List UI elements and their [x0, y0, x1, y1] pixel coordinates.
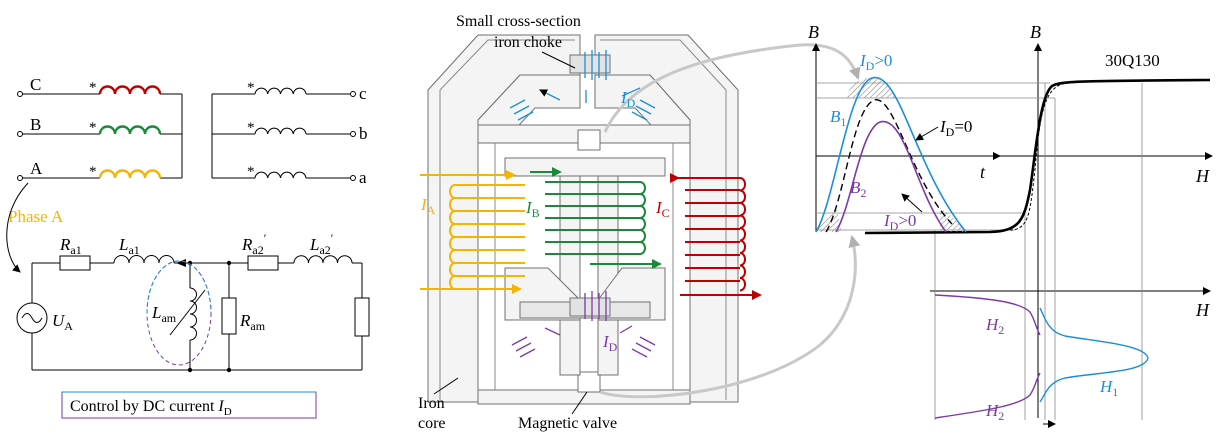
flux-wave-b2	[835, 120, 947, 233]
label-h2-top: H2	[985, 315, 1004, 337]
coil-ia	[420, 174, 525, 290]
hatch-bottom-right	[940, 208, 966, 232]
label-id-top: ID	[620, 88, 636, 110]
label-b2: B2	[850, 178, 866, 200]
lam-highlight-ellipse-blue	[146, 260, 212, 314]
inductor-la1	[113, 255, 175, 264]
label-la1: La1	[118, 235, 140, 257]
bh-curve-30q130	[864, 78, 1211, 235]
control-note-text: Control by DC current ID	[70, 398, 232, 418]
transformer-schematic	[17, 91, 356, 181]
phase-a-arrow	[6, 182, 29, 273]
coil-ib	[530, 171, 660, 265]
axis-b-right: B	[1030, 22, 1041, 42]
flux-wave-id0	[825, 99, 953, 233]
polarity-dot: *	[247, 164, 255, 180]
iron-core-edges	[439, 39, 727, 400]
flux-arrow-top	[603, 43, 861, 133]
h-wave-h1	[1039, 307, 1149, 403]
coil-phase-c	[98, 85, 162, 95]
bh-guide-lines	[816, 82, 1143, 420]
choke-label-line2: iron choke	[494, 34, 562, 51]
polarity-dot: *	[89, 80, 97, 96]
arrow-ia-in	[506, 170, 516, 180]
h-wave-h2-top	[934, 294, 1041, 336]
bh-axes	[812, 43, 1213, 418]
terminal-label-b-sec: b	[359, 124, 368, 143]
coil-ic	[670, 177, 760, 296]
flux-wave-b1	[815, 76, 967, 233]
arrow-ib-in	[552, 167, 562, 177]
coil-phase-a	[98, 169, 162, 179]
inductor-lam	[189, 287, 197, 341]
hatch-top	[845, 78, 895, 98]
coil-secondary-b	[254, 127, 307, 135]
choke-label-line1: Small cross-section	[456, 13, 581, 30]
label-h1: H1	[1099, 377, 1118, 399]
label-id-pos-bottom: ID>0	[883, 211, 916, 233]
terminal-label-b: B	[30, 115, 41, 134]
polarity-dot: *	[89, 164, 97, 180]
terminal-label-c: C	[30, 75, 41, 94]
polarity-dot: *	[247, 80, 255, 96]
label-ic: IC	[655, 198, 670, 220]
choke-leader	[541, 51, 576, 69]
saturation-curve-dash	[1009, 82, 1071, 231]
valve-leader	[571, 391, 588, 415]
polarity-dot: *	[89, 120, 97, 136]
axis-h-bottom: H	[1195, 300, 1210, 320]
id-zero-arrow	[915, 126, 939, 141]
equivalent-circuit-wires	[16, 255, 370, 371]
junction-node	[226, 367, 232, 373]
iron-core-leader	[433, 377, 459, 395]
label-b1: B1	[830, 107, 846, 129]
axis-b-left: B	[808, 22, 819, 42]
label-ram: Ram	[239, 311, 266, 333]
label-ra1: Ra1	[59, 235, 82, 257]
label-h2-bottom: H2	[985, 401, 1004, 423]
label-id-bottom: ID	[602, 332, 618, 354]
magnetic-valve-label: Magnetic valve	[518, 415, 617, 432]
terminal-label-c-sec: c	[359, 84, 367, 103]
junction-node	[226, 260, 232, 266]
flux-arrow-bottom	[599, 235, 861, 399]
polarity-dot: *	[247, 120, 255, 136]
material-label: 30Q130	[1105, 51, 1160, 70]
dc-coil-bottom	[511, 291, 656, 358]
choke-top	[569, 54, 611, 74]
label-id-pos-top: ID>0	[859, 51, 892, 73]
iron-core	[427, 34, 739, 405]
coil-secondary-c	[254, 87, 307, 95]
terminal-label-a-sec: a	[359, 168, 367, 187]
coil-phase-b	[98, 125, 162, 135]
label-ra2: Ra2′	[241, 231, 267, 257]
label-ua: UA	[52, 311, 73, 333]
junction-node	[187, 367, 193, 373]
label-id-zero: ID=0	[939, 117, 972, 139]
id-pos-arrow-bottom	[901, 193, 923, 213]
arrow-ib-out	[652, 259, 662, 269]
hatch-bottom-left	[816, 206, 842, 232]
label-la2: La2′	[309, 231, 334, 257]
arrow-ia-out	[512, 284, 522, 294]
arrow-ic-out	[752, 290, 762, 300]
coil-secondary-a	[254, 171, 307, 179]
axis-t: t	[980, 162, 986, 182]
terminal-label-a: A	[30, 159, 43, 178]
iron-core-label-1: Iron	[418, 395, 445, 412]
choke-bottom	[569, 297, 611, 317]
label-lam: Lam	[151, 303, 177, 325]
label-ib: IB	[525, 198, 540, 220]
label-ia: IA	[420, 195, 436, 217]
phase-a-label: Phase A	[8, 207, 64, 226]
h-wave-h2-bottom	[934, 372, 1041, 419]
current-arrow	[176, 259, 186, 267]
dc-coil-top	[509, 50, 656, 121]
axis-h-top: H	[1195, 166, 1210, 186]
inductor-la2	[293, 255, 353, 264]
iron-core-label-2: core	[418, 415, 446, 432]
arrow-ic-in	[670, 173, 680, 183]
